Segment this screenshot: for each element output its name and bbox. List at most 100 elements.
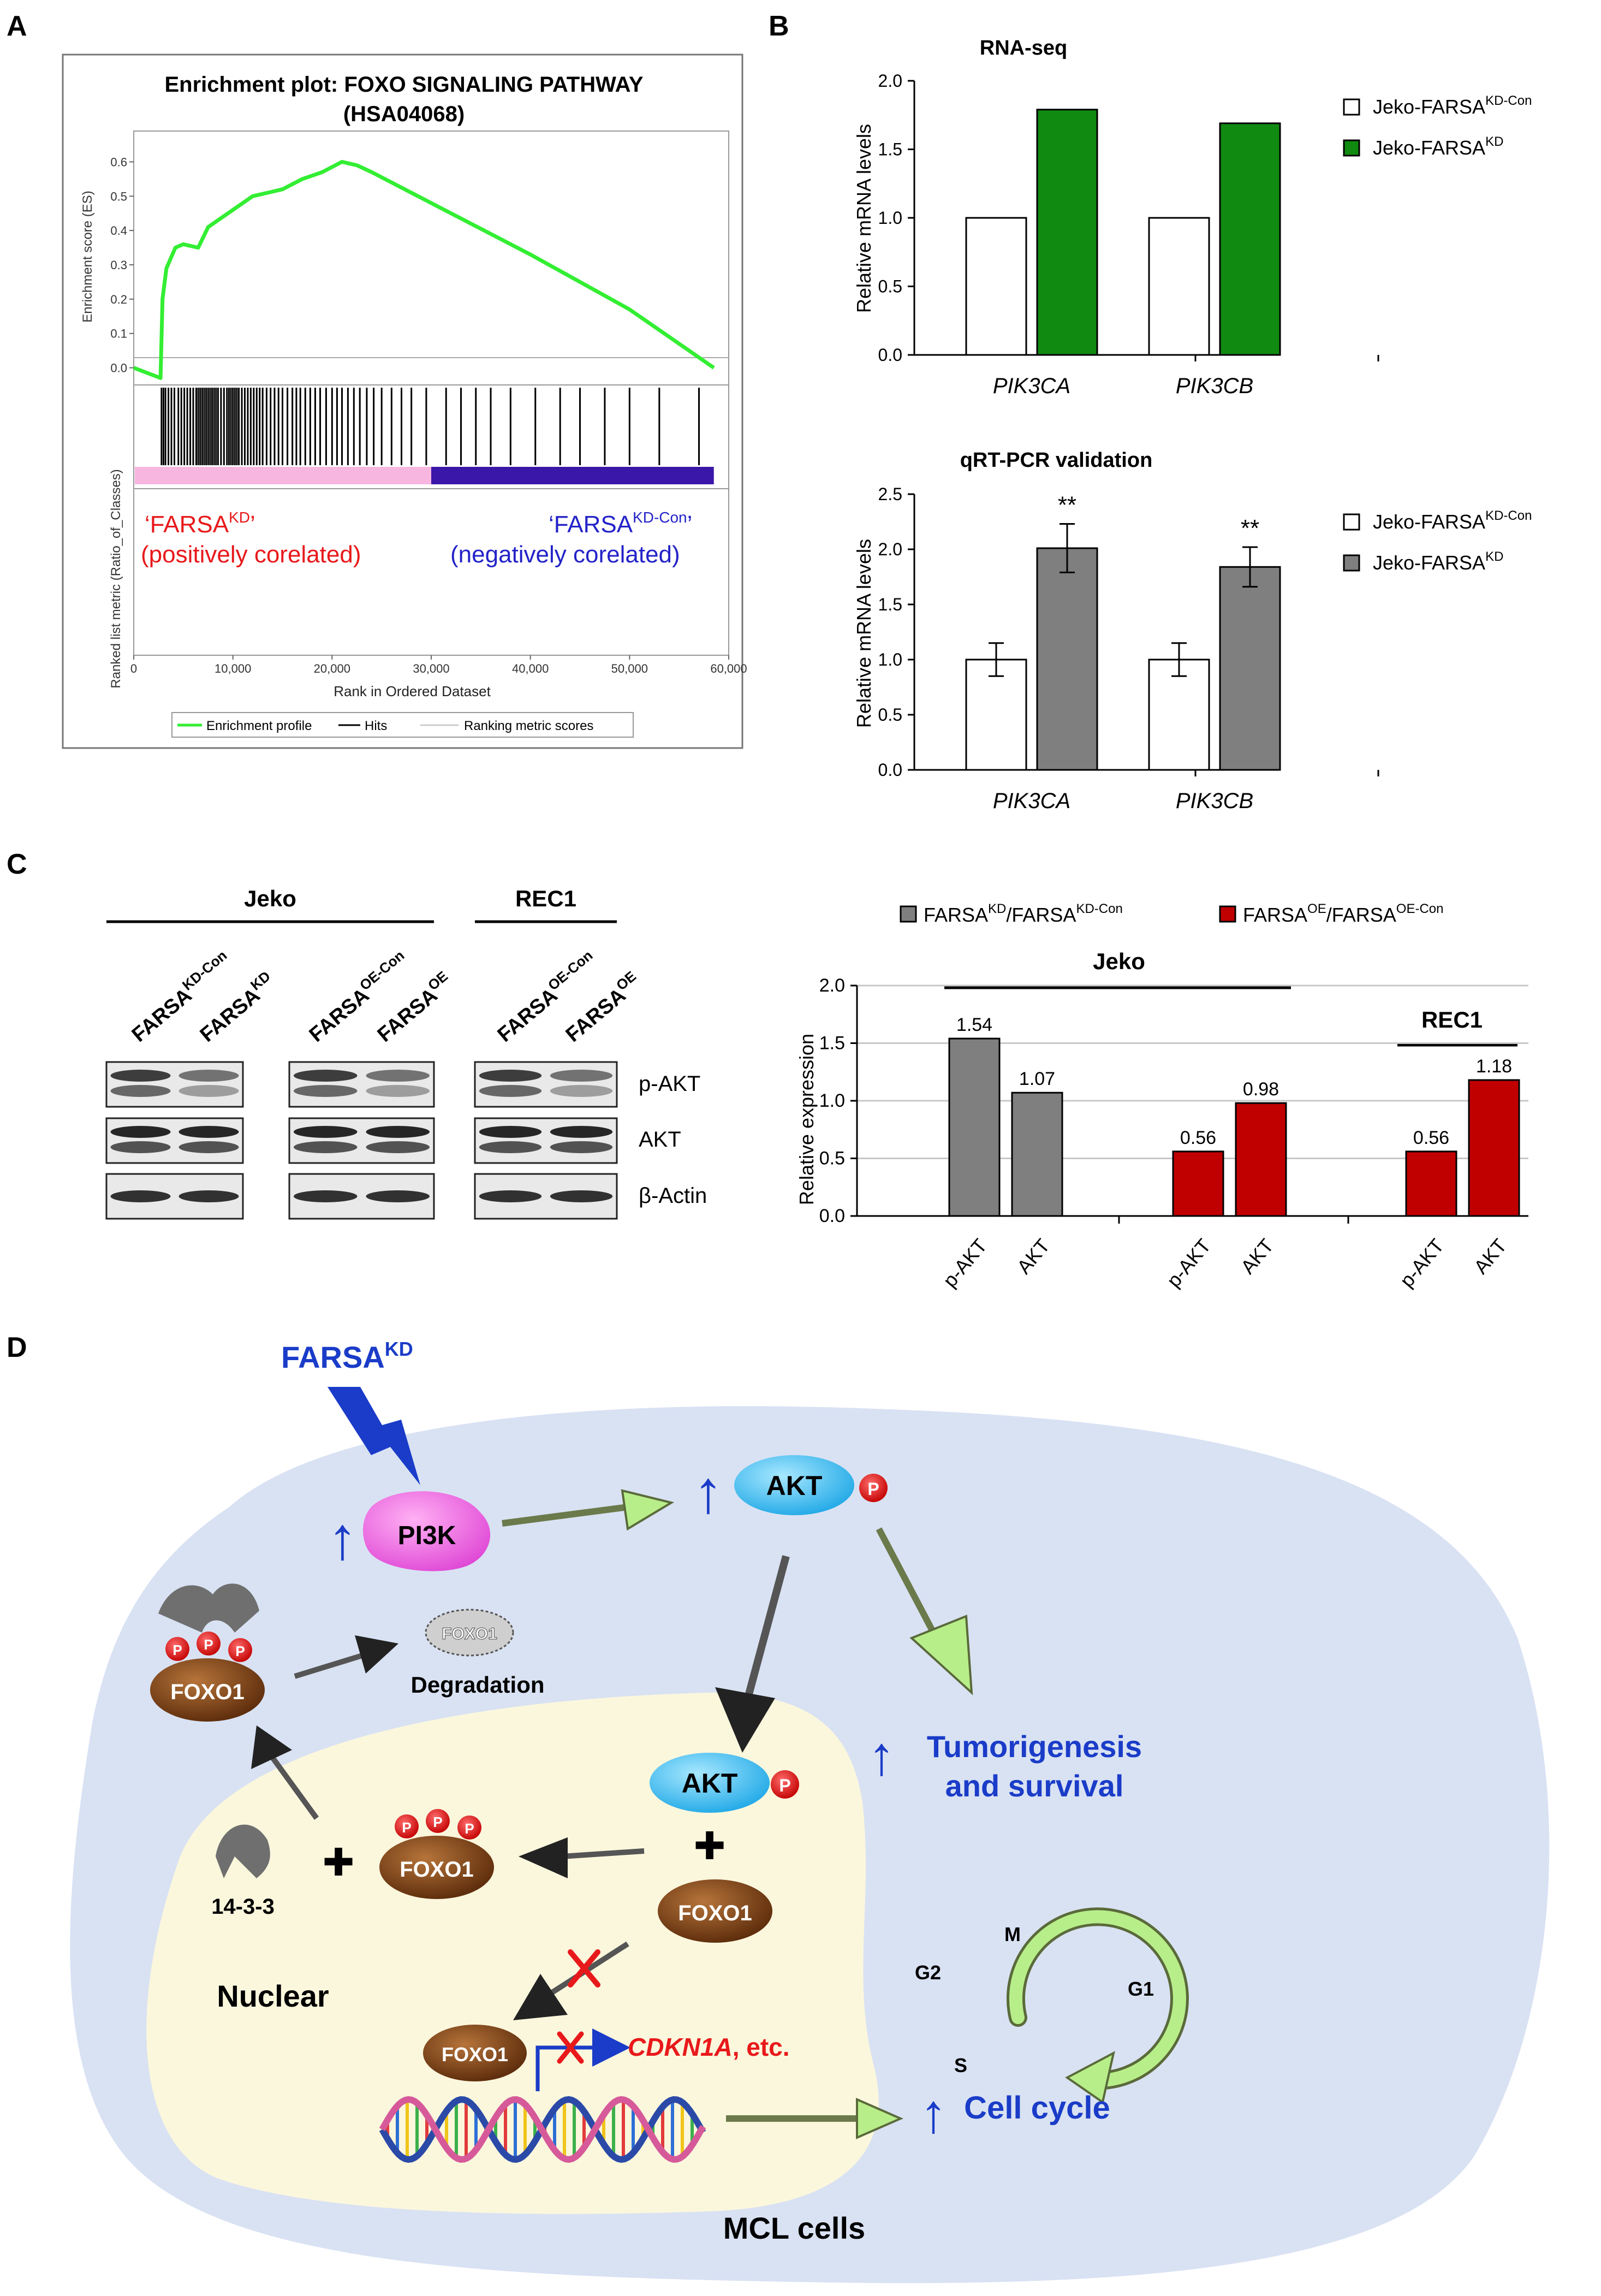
- blot-band: [110, 1190, 171, 1202]
- data-label: 0.98: [1243, 1079, 1279, 1100]
- blot-band: [550, 1085, 613, 1097]
- es-x-tick-label: 20,000: [314, 662, 350, 675]
- gsea-title-line1: Enrichment plot: FOXO SIGNALING PATHWAY: [164, 73, 643, 97]
- blot-band: [178, 1070, 239, 1082]
- pos-group-desc: (positively corelated): [141, 541, 361, 568]
- es-x-tick-label: 30,000: [413, 662, 449, 675]
- bar: [965, 658, 1027, 771]
- y-tick-label: 1.5: [878, 140, 902, 159]
- es-x-tick-label: 40,000: [512, 662, 549, 675]
- bar: [1219, 122, 1281, 356]
- bar: [1235, 1102, 1287, 1217]
- bar: [1148, 658, 1210, 771]
- blot-band: [178, 1141, 239, 1153]
- up-arrow-icon: ↑: [693, 1458, 723, 1526]
- es-y-ticks: 0.00.10.20.30.40.50.6: [110, 155, 134, 375]
- expression-chart: 0.00.51.01.52.01.54p-AKT1.07AKT0.56p-AKT…: [819, 975, 1528, 1291]
- rnaseq-ylabel: Relative mRNA levels: [853, 124, 875, 313]
- es-x-tick-label: 10,000: [215, 662, 251, 675]
- blot-box: [288, 1061, 435, 1108]
- category-label: AKT: [1469, 1235, 1511, 1278]
- arrow-nuclear-export: [251, 1725, 319, 1820]
- es-y-tick-label: 0.1: [110, 327, 127, 341]
- legend-oe-ratio-swatch: [1219, 905, 1236, 923]
- category-label: p-AKT: [1395, 1235, 1448, 1292]
- foxo1-label-cytoplasm: FOXO1: [170, 1680, 245, 1704]
- y-tick-label: 1.0: [878, 208, 902, 228]
- blot-band: [550, 1126, 613, 1138]
- category-label: PIK3CA: [993, 374, 1070, 398]
- panel-d: FARSAKD ↑ PI3K ↑ AKT P ↑ Tumorigenesis a…: [70, 1338, 1550, 2283]
- legend-kd-swatch-2: [1343, 554, 1360, 572]
- es-y-tick-label: 0.0: [110, 361, 127, 375]
- phospho-label: P: [204, 1636, 213, 1653]
- foxo1-oval-nuclear: [658, 1879, 772, 1943]
- phase-m: M: [1004, 1923, 1021, 1945]
- akt-label-top: AKT: [766, 1470, 823, 1501]
- cdkn1a-label: CDKN1A, etc.: [628, 2033, 790, 2061]
- phospho-icon: [771, 1770, 799, 1799]
- plus-icon: ✚: [694, 1825, 726, 1867]
- legend-hits: Hits: [365, 719, 387, 733]
- blot-band: [110, 1141, 171, 1153]
- blot-box: [474, 1061, 618, 1108]
- farsa-kd-label: FARSAKD: [281, 1338, 413, 1374]
- bar: [948, 1037, 1001, 1217]
- arrow-akt-nucleus: [715, 1555, 790, 1753]
- label-14-3-3: 14-3-3: [211, 1895, 275, 1919]
- chart-group-rec1: REC1: [1421, 1007, 1483, 1033]
- legend-kd-ratio-swatch: [900, 905, 917, 923]
- blot-band: [479, 1190, 542, 1202]
- data-label: 1.07: [1019, 1069, 1055, 1089]
- bar: [1148, 217, 1210, 356]
- blot-band: [366, 1141, 430, 1153]
- cell-cycle-label: Cell cycle: [964, 2090, 1110, 2126]
- blot-band: [479, 1126, 542, 1138]
- lightning-icon: [328, 1387, 420, 1485]
- foxo1-label-dna: FOXO1: [442, 2043, 508, 2066]
- phospho-label: P: [402, 1819, 411, 1836]
- hit-lines: [160, 388, 700, 465]
- blot-box: [474, 1117, 618, 1164]
- es-plot-frame: [133, 130, 729, 385]
- es-axis-label: Enrichment score (ES): [80, 191, 95, 322]
- foxo1-oval-dna: [423, 2025, 527, 2081]
- foxo1-oval-nuclear-p: [379, 1836, 494, 1899]
- blot-band: [293, 1141, 358, 1153]
- phospho-label: P: [433, 1814, 442, 1830]
- es-y-tick-label: 0.2: [110, 293, 127, 306]
- legend-kd-swatch-1: [1343, 139, 1360, 157]
- plus-icon: ✚: [323, 1841, 355, 1884]
- y-tick-label: 2.0: [878, 539, 902, 559]
- es-y-tick-label: 0.3: [110, 258, 127, 272]
- phase-g1: G1: [1128, 1978, 1154, 2000]
- blot-box: [105, 1061, 244, 1108]
- category-label: p-AKT: [1162, 1235, 1215, 1292]
- data-label: 1.54: [956, 1014, 992, 1035]
- legend-kd-label-1: Jeko-FARSAKD: [1373, 134, 1503, 159]
- y-tick-label: 1.0: [819, 1090, 845, 1111]
- legend-con-label-2: Jeko-FARSAKD-Con: [1373, 508, 1532, 533]
- blot-band: [178, 1190, 239, 1202]
- tumorigenesis-line2: and survival: [945, 1769, 1124, 1803]
- phospho-icon: [859, 1474, 888, 1502]
- category-label: PIK3CB: [1176, 374, 1253, 398]
- blot-box: [105, 1117, 244, 1164]
- legend-enrichment-profile: Enrichment profile: [206, 719, 312, 733]
- block-x-icon: [557, 2031, 584, 2064]
- blot-band: [178, 1085, 239, 1097]
- y-tick-label: 1.0: [878, 650, 902, 669]
- legend-con-swatch-1: [1343, 98, 1360, 116]
- blot-band: [479, 1085, 542, 1097]
- enrichment-profile-line: [133, 159, 715, 380]
- y-tick-label: 0.5: [878, 705, 902, 725]
- blot-band: [366, 1070, 430, 1082]
- blot-band: [550, 1070, 613, 1082]
- category-label: AKT: [1013, 1235, 1054, 1278]
- data-label: 0.56: [1180, 1128, 1216, 1148]
- legend-con-swatch-2: [1343, 513, 1360, 531]
- qpcr-chart: 0.00.51.01.52.02.5**PIK3CA**PIK3CB: [878, 484, 1379, 813]
- foxo1-oval-cytoplasm: [150, 1658, 265, 1722]
